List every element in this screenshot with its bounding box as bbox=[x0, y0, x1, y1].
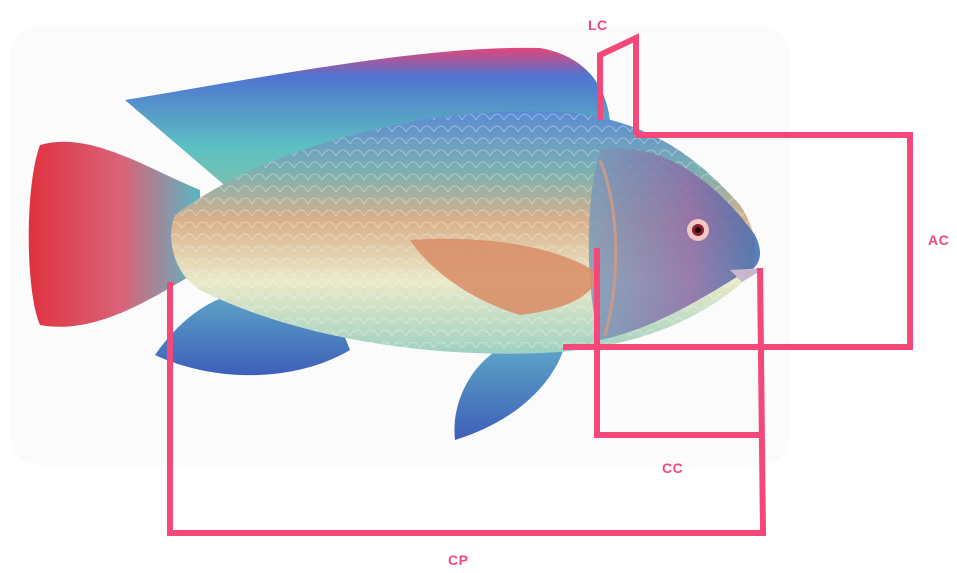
label-lc: LC bbox=[588, 17, 608, 33]
label-cc: CC bbox=[662, 460, 683, 476]
label-cp: CP bbox=[448, 552, 468, 568]
label-ac: AC bbox=[928, 232, 949, 248]
